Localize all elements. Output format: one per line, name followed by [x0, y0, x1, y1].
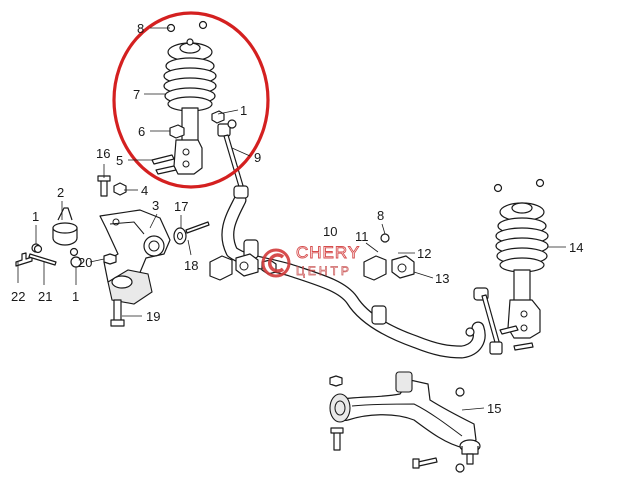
callout-22: 22 [11, 289, 25, 304]
callout-6: 6 [138, 124, 145, 139]
callout-20: 20 [78, 255, 92, 270]
callout-2: 2 [57, 185, 64, 200]
front-strut-assembly-left [151, 20, 225, 175]
bushing-set-left [209, 253, 277, 281]
callout-21: 21 [38, 289, 52, 304]
steering-knuckle-left [99, 209, 171, 283]
callout-17: 17 [174, 199, 188, 214]
callout-10: 10 [323, 224, 337, 239]
leader-lines [17, 27, 566, 411]
lower-hub-bracket-left [107, 269, 153, 305]
callout-5: 5 [116, 153, 123, 168]
watermark-line1: CHERY [296, 243, 360, 262]
stabilizer-bar [221, 193, 486, 359]
stabilizer-link-left [217, 119, 249, 199]
callout-19: 19 [146, 309, 160, 324]
stabilizer-link-right [465, 287, 503, 355]
callout-13: 13 [435, 271, 449, 286]
highlight-circle [112, 11, 270, 189]
callout-1-left-upper: 1 [32, 209, 39, 224]
callout-labels: 8 7 1 6 5 9 4 16 2 3 17 1 20 1 22 21 18 … [11, 21, 583, 416]
callout-3: 3 [152, 198, 159, 213]
ball-joint-left [31, 207, 78, 253]
callout-1-strut: 1 [240, 103, 247, 118]
lower-control-arm [329, 371, 481, 473]
callout-1-left-lower: 1 [72, 289, 79, 304]
callout-8-top: 8 [137, 21, 144, 36]
callout-7: 7 [133, 87, 140, 102]
callout-18: 18 [184, 258, 198, 273]
watermark-line2: ЦЕНТР [296, 264, 352, 278]
callout-15: 15 [487, 401, 501, 416]
callout-14: 14 [569, 240, 583, 255]
callout-16: 16 [96, 146, 110, 161]
hardware-left [15, 175, 210, 327]
callout-11: 11 [355, 229, 369, 244]
callout-12: 12 [417, 246, 431, 261]
callout-4: 4 [141, 183, 148, 198]
chery-center-watermark: CHERY ЦЕНТР [261, 243, 360, 278]
callout-8-mid: 8 [377, 208, 384, 223]
callout-9: 9 [254, 150, 261, 165]
bushing-set-right [363, 233, 415, 281]
front-strut-assembly-right [493, 178, 549, 351]
